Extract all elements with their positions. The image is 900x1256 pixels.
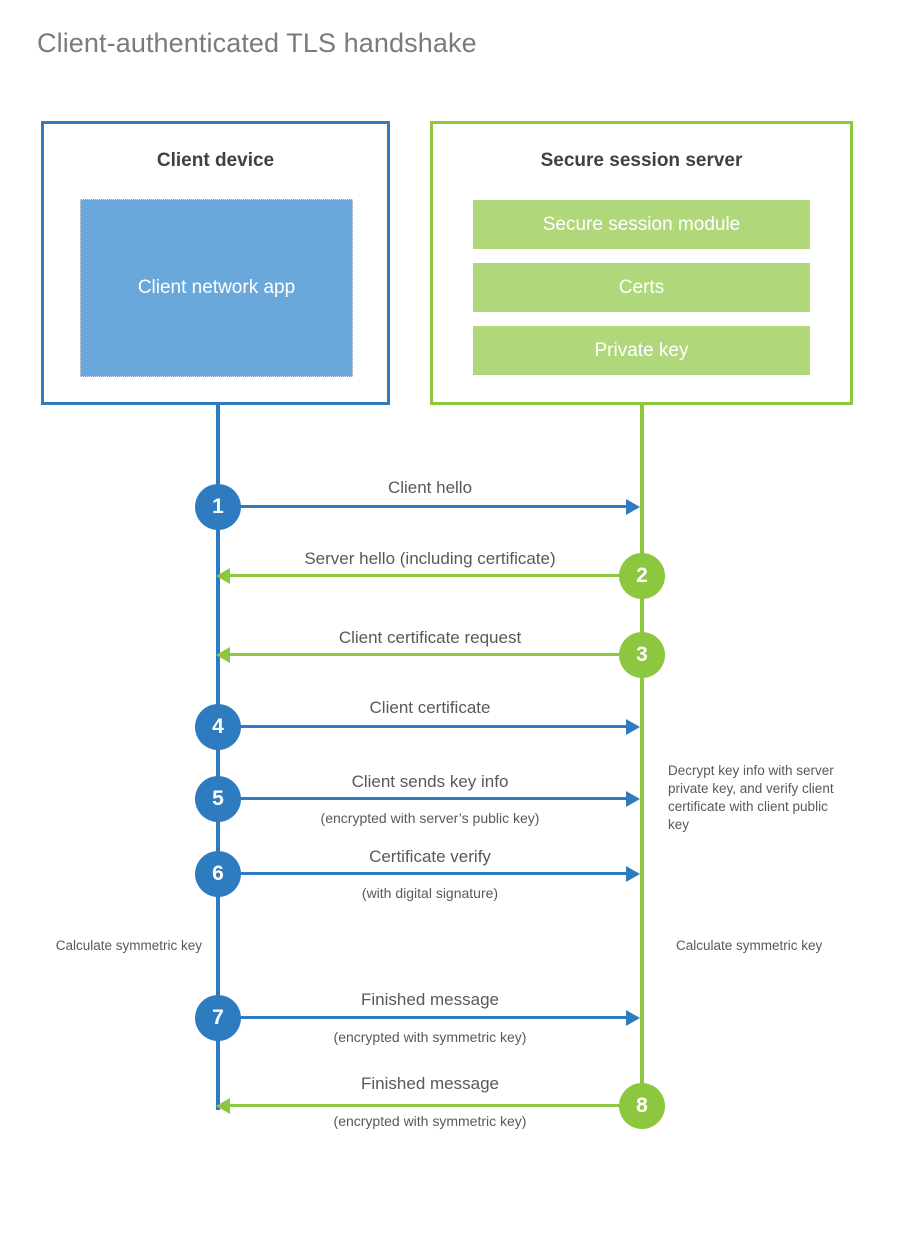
step-4-label: Client certificate: [369, 698, 491, 717]
step-6-sublabel: (with digital signature): [361, 885, 499, 901]
step-8-arrow-head-icon: [216, 1098, 230, 1114]
server-module-private-key: Private key: [473, 326, 810, 375]
step-6-label: Certificate verify: [369, 847, 491, 866]
step-1-circle: 1: [195, 484, 241, 530]
client-calculate-symmetric-key-note: Calculate symmetric key: [55, 938, 202, 953]
step-4-circle: 4: [195, 704, 241, 750]
step-3-label: Client certificate request: [338, 628, 522, 647]
step-7-arrow-head-icon: [626, 1010, 640, 1026]
step-5-label: Client sends key info: [351, 772, 509, 791]
step-3-circle: 3: [619, 632, 665, 678]
step-6-circle: 6: [195, 851, 241, 897]
step-1-arrow-line: [218, 505, 628, 508]
page-title: Client-authenticated TLS handshake: [37, 28, 477, 58]
step-2-arrow-line: [230, 574, 640, 577]
step-1-arrow-head-icon: [626, 499, 640, 515]
server-lifeline: [640, 404, 644, 1106]
step-7-label: Finished message: [361, 990, 499, 1009]
step-7-sublabel: (encrypted with symmetric key): [333, 1029, 527, 1045]
step-4-arrow-head-icon: [626, 719, 640, 735]
client-network-app-block: Client network app: [80, 199, 353, 377]
step-6-arrow-head-icon: [626, 866, 640, 882]
step-7-arrow-line: [218, 1016, 628, 1019]
secure-session-server-title: Secure session server: [540, 150, 743, 171]
step-3-arrow-head-icon: [216, 647, 230, 663]
step-8-sublabel: (encrypted with symmetric key): [333, 1113, 527, 1129]
step-1-label: Client hello: [387, 478, 473, 497]
step-5-arrow-head-icon: [626, 791, 640, 807]
step-8-circle: 8: [619, 1083, 665, 1129]
server-module-secure-session-module: Secure session module: [473, 200, 810, 249]
server-decrypt-note: Decrypt key info with server private key…: [668, 763, 834, 832]
client-lifeline: [216, 404, 220, 1110]
step-2-circle: 2: [619, 553, 665, 599]
step-6-arrow-line: [218, 872, 628, 875]
step-4-arrow-line: [218, 725, 628, 728]
client-device-box: Client device Client network app: [41, 121, 390, 405]
step-7-circle: 7: [195, 995, 241, 1041]
step-5-arrow-line: [218, 797, 628, 800]
step-5-sublabel: (encrypted with server’s public key): [320, 810, 540, 826]
step-8-label: Finished message: [361, 1074, 499, 1093]
step-3-arrow-line: [230, 653, 640, 656]
step-2-label: Server hello (including certificate): [304, 549, 556, 568]
server-module-certs: Certs: [473, 263, 810, 312]
client-device-title: Client device: [156, 150, 275, 171]
secure-session-server-box: Secure session server Secure session mod…: [430, 121, 853, 405]
step-2-arrow-head-icon: [216, 568, 230, 584]
server-calculate-symmetric-key-note: Calculate symmetric key: [676, 938, 823, 953]
step-8-arrow-line: [230, 1104, 640, 1107]
step-5-circle: 5: [195, 776, 241, 822]
